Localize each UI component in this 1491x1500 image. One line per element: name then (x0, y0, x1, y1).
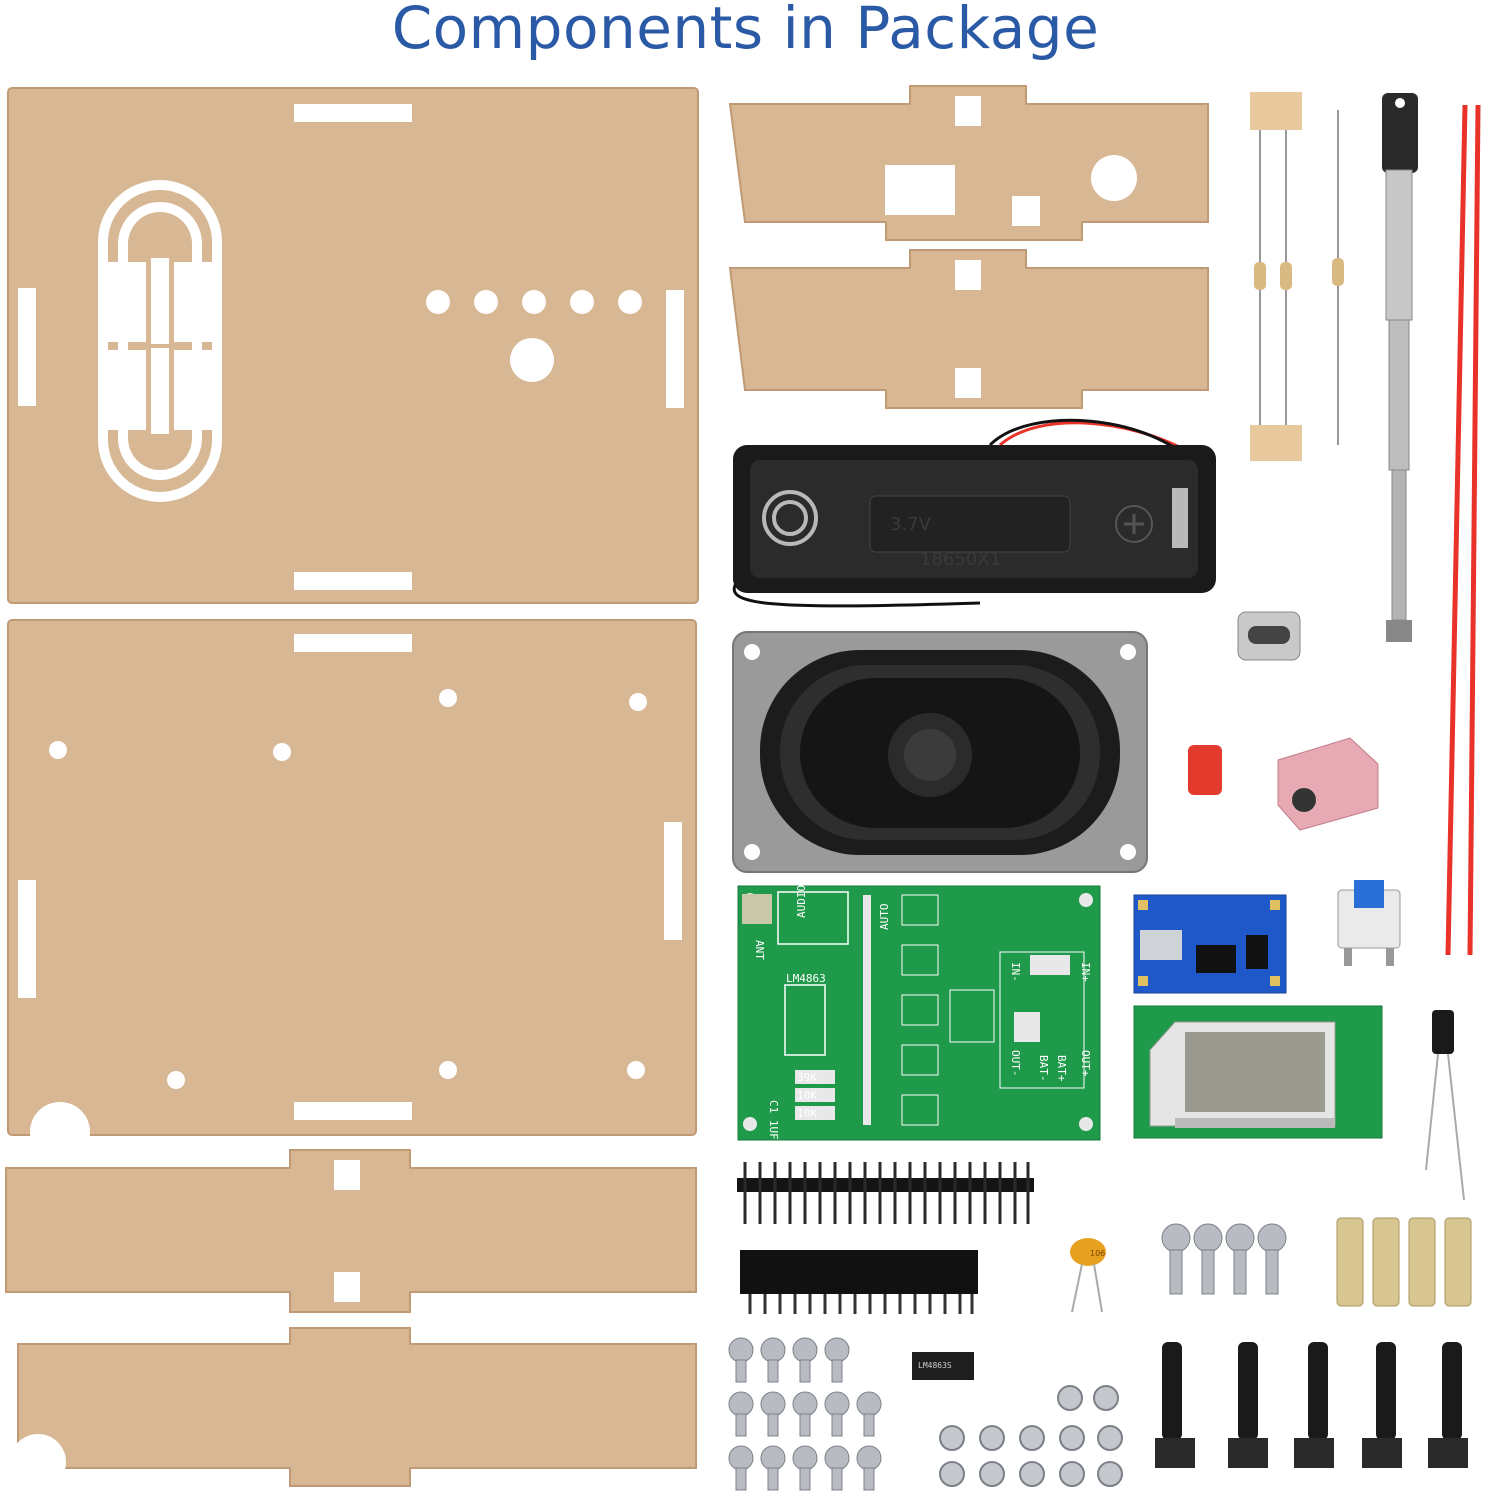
battery-voltage-label: 3.7V (890, 514, 932, 535)
red-button-cap (1188, 745, 1222, 795)
acrylic-side-strip-1 (5, 1149, 697, 1313)
long-screws (1161, 1223, 1287, 1295)
acrylic-small-piece-2 (728, 249, 1209, 409)
acrylic-side-strip-2 (10, 1327, 697, 1490)
pcb-in-plus-label: IN+ (1079, 962, 1092, 982)
pcb-in-minus-label: IN- (1009, 962, 1022, 982)
pcb-r1-label: 39K (797, 1071, 817, 1084)
speaker-grille (98, 180, 222, 502)
acrylic-front-panel (7, 87, 699, 604)
capacitor-code-label: 106 (1090, 1249, 1105, 1258)
acrylic-back-panel (7, 619, 697, 1162)
charging-module (1133, 894, 1287, 994)
tactile-buttons (1155, 1342, 1468, 1468)
lcd-display-module (1133, 1005, 1383, 1139)
hex-nuts (939, 1385, 1123, 1487)
ic-marking-label: LM4863S (918, 1361, 952, 1370)
pcb-bat-plus-label: BAT+ (1055, 1055, 1068, 1082)
red-wires (1445, 104, 1481, 956)
latching-switch (1337, 880, 1401, 966)
amplifier-ic: LM4863S (912, 1352, 974, 1380)
pcb-chip-label: LM4863 (786, 972, 826, 985)
battery-type-label: 18650X1 (920, 549, 1001, 570)
pcb-ant-label: ANT (753, 940, 766, 960)
short-screws (728, 1337, 882, 1491)
pcb-bat-minus-label: BAT- (1037, 1055, 1050, 1082)
male-pin-header (737, 1162, 1034, 1224)
battery-holder: 3.7V 18650X1 (732, 418, 1216, 608)
acrylic-small-piece-1 (728, 85, 1209, 241)
female-pin-header (740, 1250, 978, 1314)
main-pcb: LM4863 AUDIO ANT AUTO 39K 10K 10K C1 1UF… (737, 885, 1101, 1141)
speaker (732, 631, 1148, 873)
telescopic-antenna (1382, 93, 1418, 642)
resistors (1250, 92, 1344, 461)
pcb-c1-label: C1 1UF (767, 1100, 780, 1140)
pcb-auto-label: AUTO (878, 904, 891, 931)
tantalum-capacitor: 106 (1070, 1238, 1106, 1313)
pcb-out-plus-label: OUT+ (1079, 1050, 1092, 1077)
audio-jack (1277, 737, 1379, 831)
electrolytic-capacitor (1425, 1010, 1465, 1201)
page-title: Components in Package (391, 0, 1100, 62)
pcb-audio-label: AUDIO (795, 885, 808, 918)
brass-standoffs (1336, 1217, 1472, 1307)
pcb-out-minus-label: OUT- (1009, 1050, 1022, 1077)
pcb-r3-label: 10K (797, 1107, 817, 1120)
usb-c-connector (1237, 611, 1301, 661)
pcb-r2-label: 10K (797, 1089, 817, 1102)
